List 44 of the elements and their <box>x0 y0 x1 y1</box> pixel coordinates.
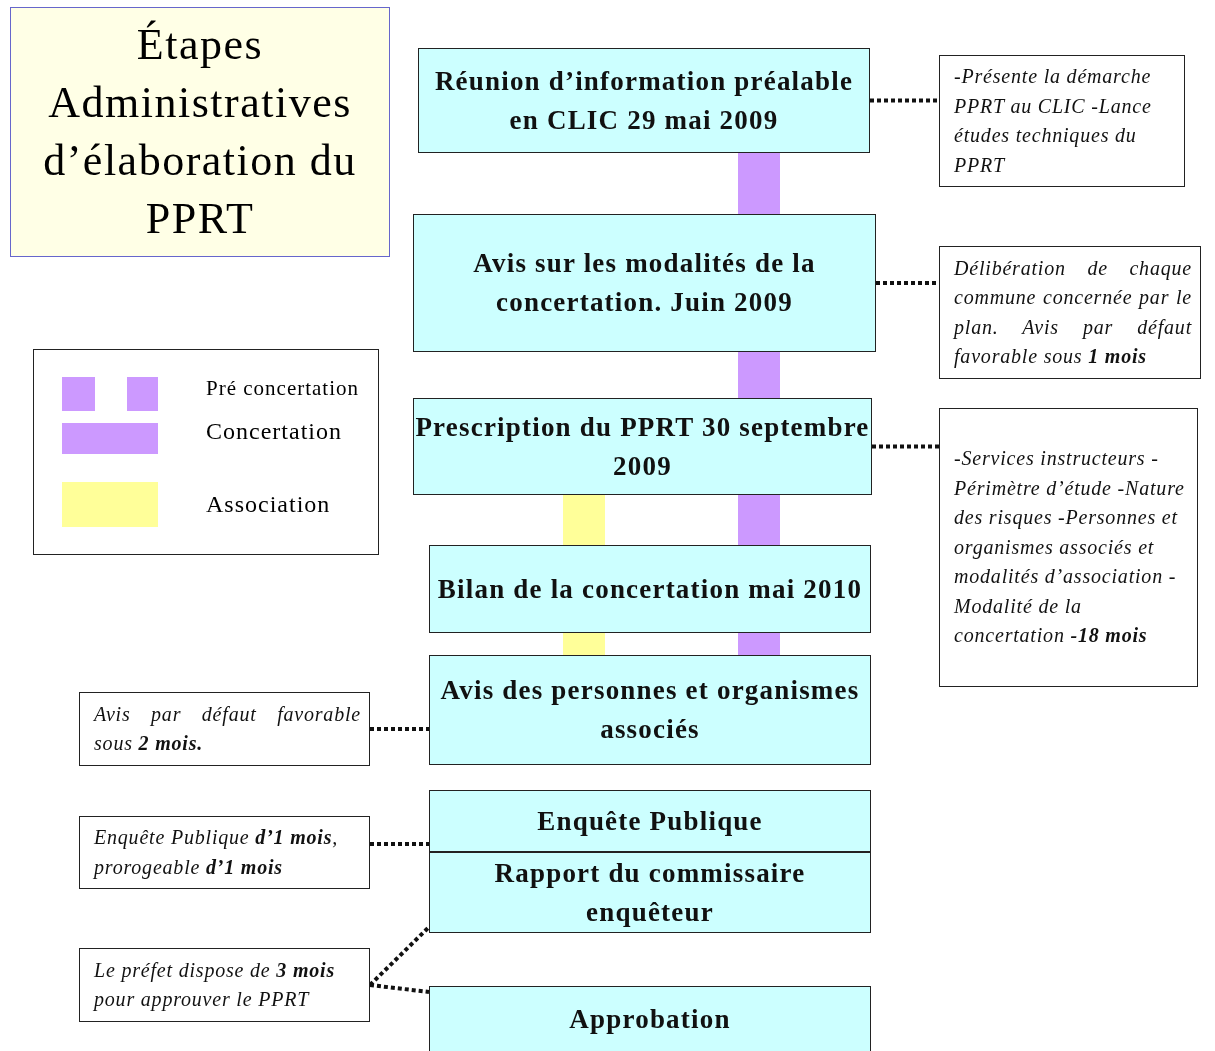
note-box <box>79 692 370 766</box>
connector-bar <box>563 495 605 545</box>
step-text: Prescription du PPRT 30 septembre 2009 <box>414 410 871 483</box>
note-box <box>939 246 1201 379</box>
process-box <box>429 790 871 852</box>
note-text: Avis par défaut favorable sous 2 mois. <box>94 701 361 756</box>
note-text: Le préfet dispose de 3 mois pour approuver le PPRT <box>94 957 337 1013</box>
dotted-connector <box>370 842 429 846</box>
step-text: Réunion d’information préalable en CLIC 29 mai 2009 <box>433 64 855 137</box>
process-box <box>429 986 871 1051</box>
note-box <box>79 816 370 889</box>
note-box <box>939 408 1198 687</box>
legend-label: Association <box>206 491 331 518</box>
legend-label: Concertation <box>206 418 342 445</box>
connector-bar <box>738 352 780 398</box>
process-box <box>429 852 871 933</box>
step-text: Avis des personnes et organismes associés <box>439 674 861 746</box>
note-text: -Services instructeurs -Périmètre d’étude -Nature des risques -Personnes et organismes associés et modalités d’association -Modalité de la concertation -18 mois <box>954 446 1186 649</box>
step-text: Approbation <box>569 1002 731 1036</box>
process-box <box>413 214 876 352</box>
note-text: Enquête Publique d’1 mois, prorogeable d’1 mois <box>94 825 340 881</box>
step-text: Bilan de la concertation mai 2010 <box>437 572 863 606</box>
note-text: Délibération de chaque commune concernée par le plan. Avis par défaut favorable sous 1 mois <box>954 255 1192 370</box>
connector-bar <box>738 153 780 214</box>
process-box <box>429 545 871 633</box>
note-text: -Présente la démarche PPRT au CLIC -Lance études techniques du PPRT <box>954 64 1153 178</box>
dotted-connector <box>870 98 939 103</box>
process-box <box>418 48 870 153</box>
dotted-connector <box>370 727 429 731</box>
connector-bar <box>738 633 780 655</box>
step-text: Enquête Publique <box>537 804 763 838</box>
dotted-connector <box>872 444 939 449</box>
process-box <box>413 398 872 495</box>
legend-label: Pré concertation <box>206 376 360 401</box>
process-box <box>429 655 871 765</box>
connector-bar <box>563 633 605 655</box>
step-text: Rapport du commissaire enquêteur <box>493 856 807 929</box>
note-box <box>939 55 1185 187</box>
dotted-connector <box>369 983 430 994</box>
step-text: Avis sur les modalités de la concertation. Juin 2009 <box>472 247 817 319</box>
note-box <box>79 948 370 1022</box>
title-box: Étapes Administratives d’élaboration du PPRT <box>10 7 390 257</box>
dotted-connector <box>876 281 939 285</box>
connector-bar <box>738 495 780 545</box>
